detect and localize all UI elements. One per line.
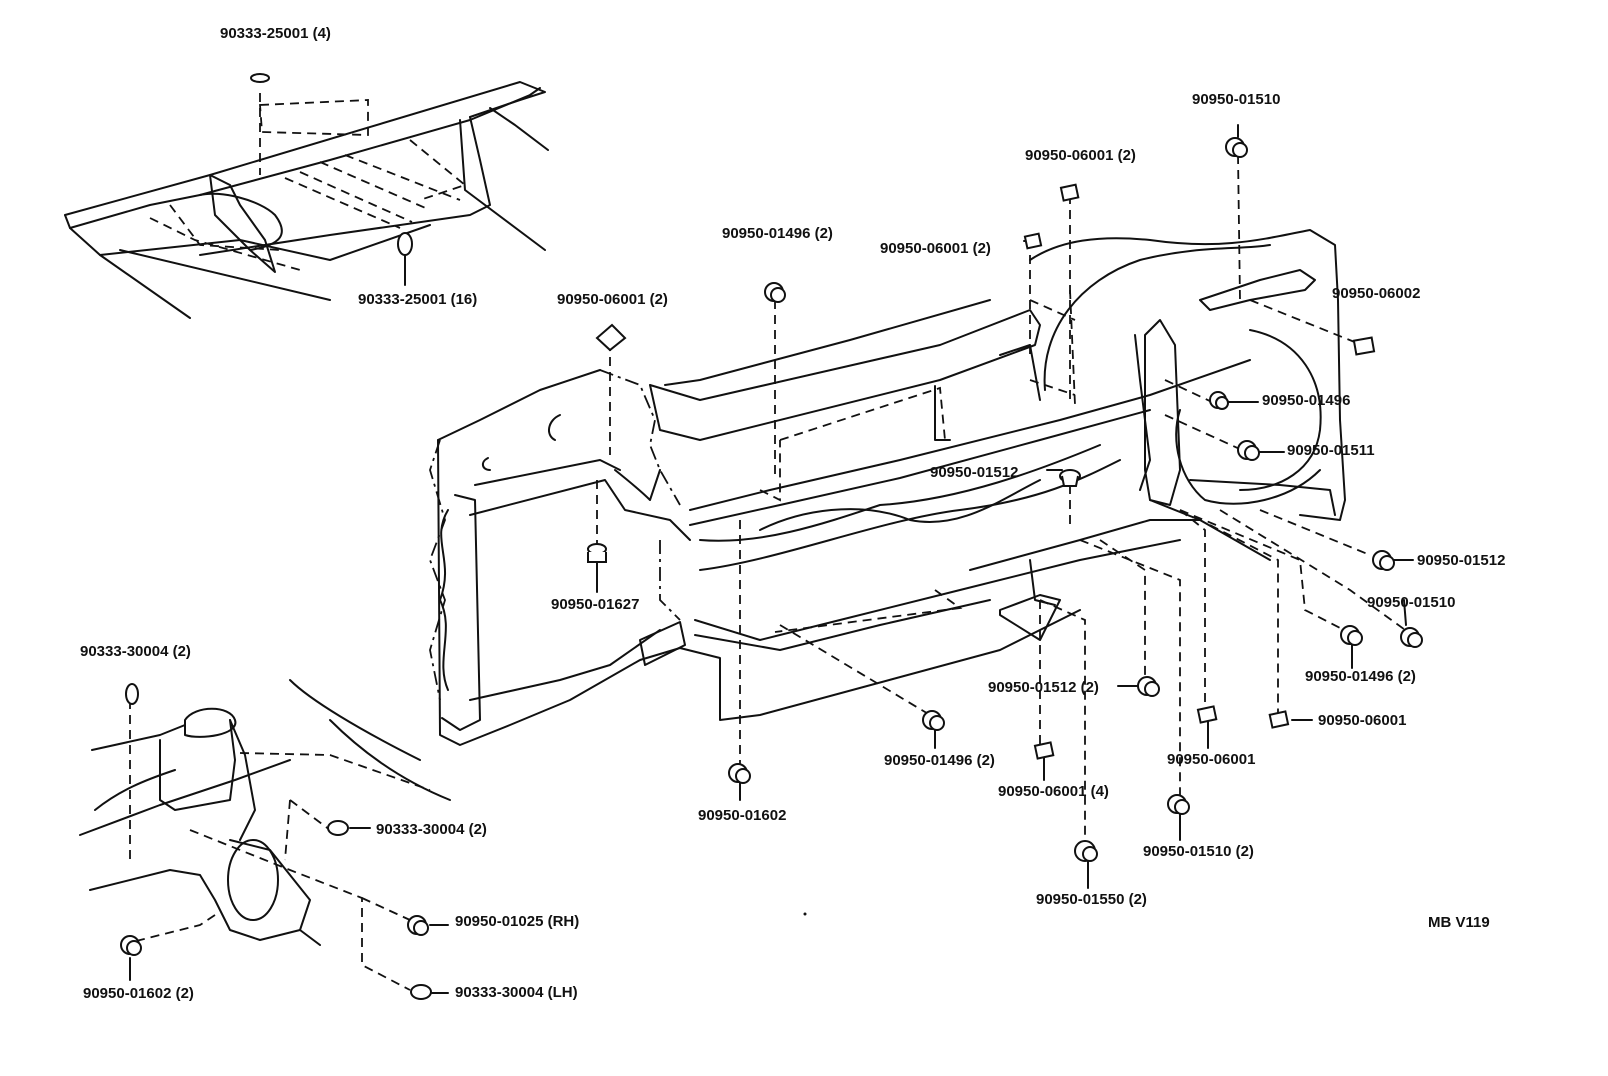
plug-icon: [1074, 840, 1098, 862]
label-r-plug-1496: 90950-01496: [1262, 392, 1350, 409]
grommet-icon: [125, 683, 139, 705]
plug-icon: [120, 935, 142, 956]
label-c-plug-1602: 90950-01602: [698, 807, 786, 824]
label-c-tape-b: 90950-06001 (2): [880, 240, 991, 257]
tape-icon: [1059, 183, 1080, 202]
leader-lines: [596, 124, 1414, 889]
plug-icon: [407, 915, 429, 936]
plug-icon: [922, 710, 945, 731]
label-c-plug-1627: 90950-01627: [551, 596, 639, 613]
parts-icons: [587, 137, 1423, 862]
plug-icon: [1400, 627, 1423, 648]
plug-icon: [1225, 137, 1248, 158]
tape-icon: [595, 323, 627, 352]
label-bl-top: 90333-30004 (2): [80, 643, 191, 660]
label-bl-lh: 90333-30004 (LH): [455, 984, 578, 1001]
label-r-plug-1512: 90950-01512: [1417, 552, 1505, 569]
label-tl-bottom: 90333-25001 (16): [358, 291, 477, 308]
grommet-icon: [327, 820, 349, 836]
label-bl-rh: 90950-01025 (RH): [455, 913, 579, 930]
label-c-plug-1496-2: 90950-01496 (2): [884, 752, 995, 769]
grommet-icon: [250, 73, 270, 83]
part-labels: 90333-25001 (4) 90333-25001 (16) 90950-0…: [80, 25, 1505, 1002]
plug-icon: [764, 282, 786, 303]
floor-panel-inset: [64, 73, 549, 319]
diagram-code: MB V119: [1428, 914, 1490, 931]
label-c-tape-06001: 90950-06001: [1167, 751, 1255, 768]
grommet-icon: [397, 232, 413, 256]
label-r-tape-rt: 90950-06002: [1332, 285, 1420, 302]
grommet-icon: [1059, 469, 1081, 487]
plug-icon: [728, 763, 751, 784]
label-tl-top: 90333-25001 (4): [220, 25, 331, 42]
label-c-plug-1550-2: 90950-01550 (2): [1036, 891, 1147, 908]
label-c-plug-1510-2: 90950-01510 (2): [1143, 843, 1254, 860]
label-c-plug-1512: 90950-01512: [930, 464, 1018, 481]
label-c-plug-a: 90950-01496 (2): [722, 225, 833, 242]
label-bl-bottom: 90950-01602 (2): [83, 985, 194, 1002]
label-r-plug-1496-2: 90950-01496 (2): [1305, 668, 1416, 685]
label-r-plug-1510: 90950-01510: [1367, 594, 1455, 611]
label-r-plug-top: 90950-01510: [1192, 91, 1280, 108]
label-c-plug-1512-2: 90950-01512 (2): [988, 679, 1099, 696]
label-c-tape-a: 90950-06001 (2): [557, 291, 668, 308]
label-r-plug-1511: 90950-01511: [1287, 442, 1375, 459]
main-body-structure: [429, 229, 1346, 746]
plug-icon: [1340, 625, 1363, 646]
grommet-icon: [410, 984, 432, 1000]
label-bl-mid: 90333-30004 (2): [376, 821, 487, 838]
plug-icon: [1167, 794, 1190, 815]
label-c-tape-06001-4: 90950-06001 (4): [998, 783, 1109, 800]
grommet-icon: [587, 543, 607, 563]
tape-icon: [1023, 232, 1043, 250]
plug-icon: [1209, 391, 1229, 410]
plug-icon: [1137, 676, 1160, 697]
label-r-tape-06001: 90950-06001: [1318, 712, 1406, 729]
plug-icon: [1372, 550, 1395, 571]
tape-icon: [1196, 705, 1218, 724]
label-c-tape-c: 90950-06001 (2): [1025, 147, 1136, 164]
tape-icon: [1268, 710, 1290, 729]
tape-icon: [1352, 336, 1376, 356]
tape-icon: [1033, 741, 1055, 760]
plug-icon: [1237, 440, 1260, 461]
frame-inset: [79, 679, 451, 1000]
